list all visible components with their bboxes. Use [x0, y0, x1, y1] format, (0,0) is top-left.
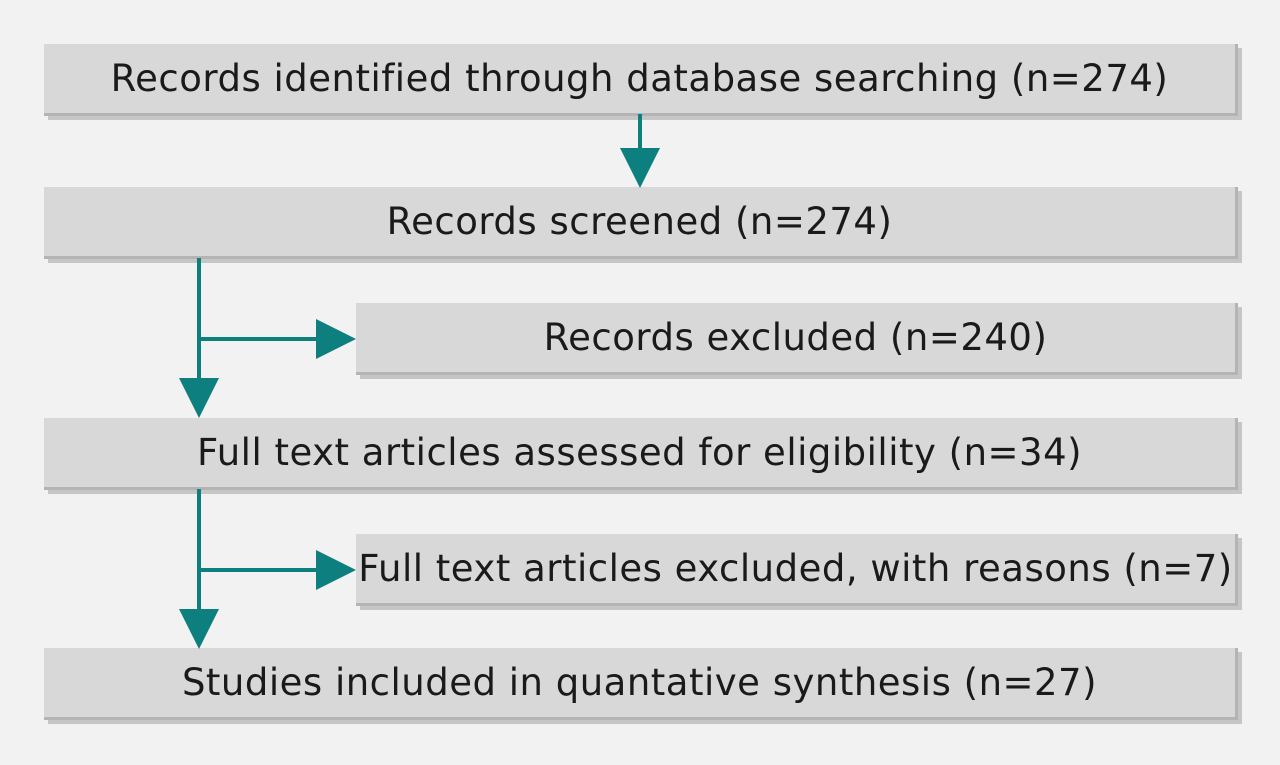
node-label: Studies included in quantative synthesis… [181, 661, 1098, 704]
node-studies-included: Studies included in quantative synthesis… [44, 648, 1238, 720]
node-label: Records screened (n=274) [386, 200, 893, 243]
node-label: Records identified through database sear… [110, 57, 1169, 100]
node-records-screened: Records screened (n=274) [44, 187, 1238, 259]
node-records-excluded: Records excluded (n=240) [356, 303, 1238, 375]
node-label: Records excluded (n=240) [543, 316, 1048, 359]
node-records-identified: Records identified through database sear… [44, 44, 1238, 116]
node-label: Full text articles assessed for eligibil… [196, 431, 1083, 474]
node-full-text-excluded: Full text articles excluded, with reason… [356, 534, 1238, 606]
node-label: Full text articles excluded, with reason… [358, 547, 1233, 590]
node-full-text-assessed: Full text articles assessed for eligibil… [44, 418, 1238, 490]
